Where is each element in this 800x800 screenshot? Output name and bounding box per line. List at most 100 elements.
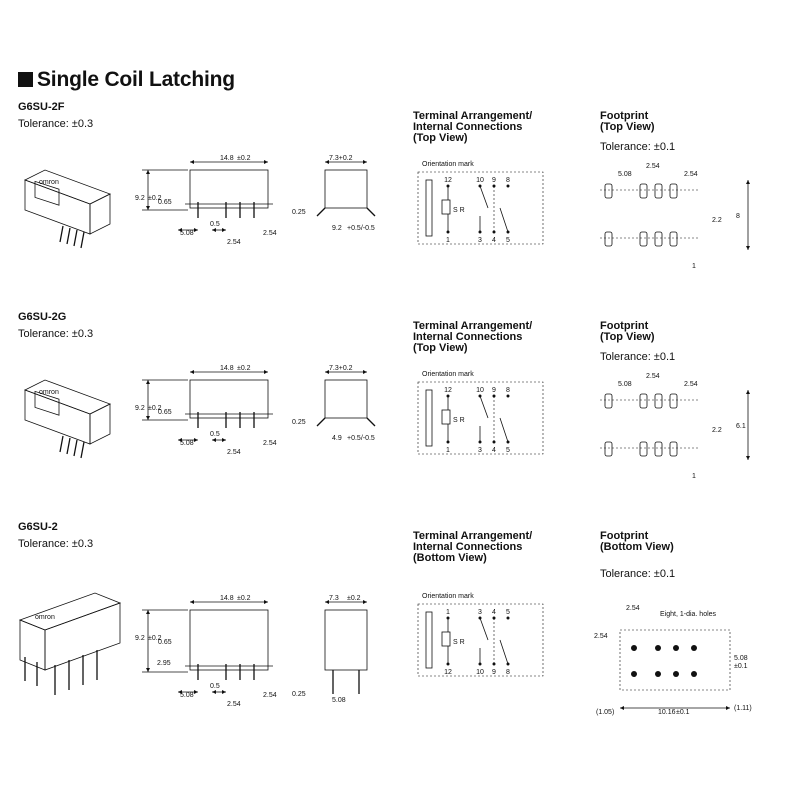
arrowhead [212,228,226,232]
footprint-note: Eight, 1-dia. holes [660,611,717,618]
footprint-outline [619,629,731,691]
front-view-body [189,379,269,419]
arrowhead [212,438,226,442]
dim-254b: 2.54 [263,230,277,237]
coil-symbol [441,631,451,647]
relay-pin [73,229,78,247]
length-dimension: 14.8 [220,155,234,162]
footprint-hole [691,671,697,677]
length-dimension: 14.8 [220,595,234,602]
footprint-hole [631,671,637,677]
dim-065: 0.65 [158,409,172,416]
heading-text: Single Coil Latching [37,68,235,91]
pin-number-bottom: 10 [476,669,484,676]
dim-295: 2.95 [157,660,171,667]
orientation-mark-bar [425,389,433,447]
fp-dim-d: (1.05) [596,709,614,716]
fp-dim-a: 2.54 [626,605,640,612]
coil-symbol [441,199,451,215]
relay-pin [66,227,71,245]
fp-dim-e: 8 [736,213,740,220]
foot-dimension: 5.08 [332,697,346,704]
footprint-title-line: (Top View) [600,121,655,133]
contact [479,185,489,209]
length-tolerance: ±0.2 [237,365,251,372]
footprint-title-line: Footprint [600,530,649,542]
footprint-title-line: Footprint [600,110,649,122]
terminal-title-line: Internal Connections [413,541,523,553]
fp-dim-a: 5.08 [618,381,632,388]
length-tolerance: ±0.2 [237,155,251,162]
footprint-title-line: (Bottom View) [600,541,674,553]
brand-text: omron [39,179,59,186]
fp-dim-f: 1 [692,473,696,480]
height-tolerance: ±0.2 [148,405,162,412]
footprint-hole [691,645,697,651]
contact [499,417,509,443]
footprint-pad [604,183,613,199]
arrowhead [146,170,150,210]
footprint-pad [639,441,648,457]
relay-front-face [44,602,121,671]
pin-number-bottom: 5 [506,237,510,244]
dim-025: 0.25 [292,209,306,216]
footprint-hole [673,671,679,677]
footprint-pad [669,231,678,247]
terminal-title-line: Terminal Arrangement/ [413,320,533,332]
footprint-pad [654,183,663,199]
side-view-body [324,379,368,419]
heading-bullet-square [18,72,33,87]
model-name: G6SU-2 [18,521,58,533]
brand-text: omron [35,614,55,621]
fp-dim-f: 1 [692,263,696,270]
relay-pin [66,437,71,455]
relay-top-face [23,379,112,415]
height-tolerance: ±0.2 [148,195,162,202]
page-heading: Single Coil Latching [18,68,235,92]
footprint-title-line: (Top View) [600,331,655,343]
pin-number-top: 1 [446,609,450,616]
terminal-title-line: (Bottom View) [413,552,487,564]
terminal-outline [417,171,544,245]
fp-dim-b: 2.54 [646,373,660,380]
fp-dim-c-tol: ±0.1 [734,663,748,670]
fp-dim-c: 2.54 [684,381,698,388]
orientation-mark-label: Orientation mark [422,161,474,168]
fp-dim-a: 5.08 [618,171,632,178]
relay-side-face [19,619,46,671]
footprint-pad [639,183,648,199]
model-name: G6SU-2F [18,101,65,113]
length-tolerance: ±0.2 [237,595,251,602]
contact [479,395,489,419]
dim-065: 0.65 [158,639,172,646]
dim-508: 5.08 [180,440,194,447]
dim-254a: 2.54 [227,239,241,246]
orientation-mark-bar [425,179,433,237]
front-view-body [189,609,269,671]
dim-508: 5.08 [180,692,194,699]
footprint-hole [631,645,637,651]
contact [479,617,489,641]
foot-tolerance: +0.5/-0.5 [347,225,375,232]
side-pin [366,417,376,427]
fp-dim-d: 2.2 [712,217,722,224]
contact [499,639,509,665]
footprint-pad [669,393,678,409]
contact [499,207,509,233]
pin-number-bottom: 4 [492,447,496,454]
pin-number-bottom: 1 [446,447,450,454]
side-view-body [324,609,368,671]
arrowhead [212,690,226,694]
coil-label: S R [453,417,465,424]
brand-label-box [34,180,60,206]
tolerance-text: Tolerance: ±0.3 [18,328,94,340]
pin-number-top: 9 [492,387,496,394]
dim-05: 0.5 [210,431,220,438]
foot-dimension: 9.2 [332,225,342,232]
side-pin [366,207,376,217]
arrowhead [178,228,198,232]
pin-number-bottom: 4 [492,237,496,244]
length-dimension: 14.8 [220,365,234,372]
fp-dim-b: 2.54 [594,633,608,640]
